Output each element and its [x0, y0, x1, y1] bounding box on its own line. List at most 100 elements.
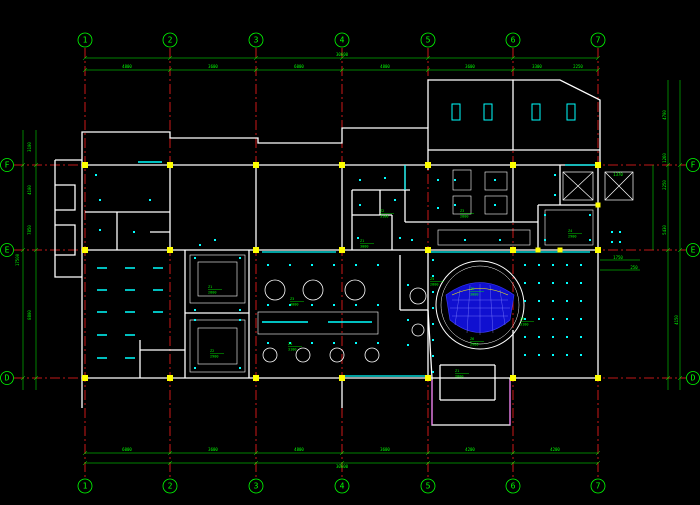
- axis-bubble-7: 7: [590, 478, 606, 494]
- axis-label: 4: [340, 36, 345, 45]
- svg-text:Z3: Z3: [290, 297, 294, 301]
- column: [167, 247, 173, 253]
- downlight: [566, 264, 568, 266]
- svg-text:Z3: Z3: [460, 209, 464, 213]
- svg-text:2900: 2900: [210, 355, 218, 359]
- downlight: [437, 207, 439, 209]
- column: [167, 162, 173, 168]
- downlight: [149, 199, 151, 201]
- column: [557, 247, 563, 253]
- downlight: [407, 319, 409, 321]
- axis-bubble-5: 5: [420, 478, 436, 494]
- downlight: [464, 239, 466, 241]
- downlight: [289, 304, 291, 306]
- dim-bottom-span: 4200: [465, 447, 475, 452]
- downlight: [407, 284, 409, 286]
- downlight: [566, 354, 568, 356]
- downlight: [289, 264, 291, 266]
- downlight: [454, 204, 456, 206]
- downlight: [384, 177, 386, 179]
- downlight: [333, 342, 335, 344]
- downlight: [589, 214, 591, 216]
- downlight: [611, 231, 613, 233]
- downlight: [524, 300, 526, 302]
- downlight: [239, 367, 241, 369]
- dim-top-span: 3600: [208, 64, 218, 69]
- downlight: [333, 264, 335, 266]
- downlight: [289, 342, 291, 344]
- dim-small-right: 250: [630, 265, 638, 270]
- downlight: [355, 264, 357, 266]
- downlight: [359, 204, 361, 206]
- downlight: [267, 342, 269, 344]
- dim-bottom-span: 4200: [550, 447, 560, 452]
- axis-label: 1: [83, 36, 88, 45]
- axis-label: D: [5, 374, 10, 383]
- downlight: [95, 174, 97, 176]
- dim-left: 8800: [27, 310, 32, 320]
- downlight: [566, 336, 568, 338]
- axis-label: 7: [596, 36, 601, 45]
- dim-bottom-span: 3600: [380, 447, 390, 452]
- dimension-texts: 30600 4800 3600 6000 4800 3600 3300 2250…: [15, 52, 679, 469]
- axis-label: D: [691, 374, 696, 383]
- downlight: [432, 259, 434, 261]
- downlight: [538, 354, 540, 356]
- structural-columns: [82, 162, 601, 381]
- dimension-lines: [22, 57, 681, 464]
- room-tag: Z4 2900: [568, 229, 582, 239]
- downlight: [552, 282, 554, 284]
- column: [339, 375, 345, 381]
- downlight: [566, 300, 568, 302]
- axis-bubble-E: E: [686, 243, 700, 257]
- downlight: [566, 318, 568, 320]
- downlight: [544, 239, 546, 241]
- axis-label: E: [691, 246, 696, 255]
- downlight: [407, 344, 409, 346]
- cyan-walls: [262, 164, 595, 377]
- axis-label: 6: [511, 482, 516, 491]
- dim-right: 4700: [662, 110, 667, 120]
- downlight: [432, 275, 434, 277]
- elevator-shafts: [562, 171, 634, 201]
- downlight: [411, 239, 413, 241]
- downlight: [359, 179, 361, 181]
- svg-text:2800: 2800: [460, 215, 468, 219]
- downlight: [524, 264, 526, 266]
- dim-bottom-span: 4800: [294, 447, 304, 452]
- downlight: [524, 336, 526, 338]
- axis-bubble-6: 6: [505, 32, 521, 48]
- downlight: [524, 282, 526, 284]
- svg-text:Z4: Z4: [568, 229, 572, 233]
- stair-lines: [431, 380, 511, 425]
- axis-bubble-4: 4: [334, 478, 350, 494]
- downlight: [239, 309, 241, 311]
- linear-lights: [97, 161, 372, 359]
- downlight: [589, 239, 591, 241]
- dim-right: 2250: [662, 180, 667, 190]
- downlight: [432, 307, 434, 309]
- downlight: [552, 318, 554, 320]
- downlight: [399, 237, 401, 239]
- svg-text:Z1: Z1: [455, 369, 459, 373]
- downlight: [214, 239, 216, 241]
- column: [510, 247, 516, 253]
- dim-bottom-span: 3600: [208, 447, 218, 452]
- downlight: [611, 241, 613, 243]
- downlight: [432, 323, 434, 325]
- column: [167, 375, 173, 381]
- downlight: [580, 264, 582, 266]
- downlight: [194, 309, 196, 311]
- downlight: [554, 174, 556, 176]
- downlight: [357, 237, 359, 239]
- svg-text:2900: 2900: [568, 235, 576, 239]
- column: [510, 162, 516, 168]
- dim-right: 5430: [662, 225, 667, 235]
- downlight: [194, 319, 196, 321]
- axis-bubble-2: 2: [162, 32, 178, 48]
